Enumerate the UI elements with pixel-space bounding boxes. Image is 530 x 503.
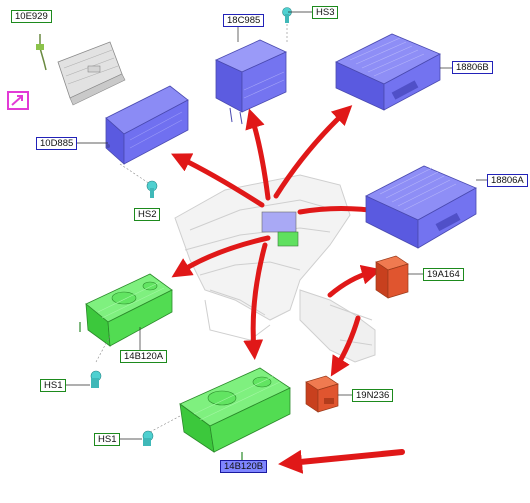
label-HS3[interactable]: HS3 (312, 6, 339, 19)
label-18806A[interactable]: 18806A (487, 174, 528, 187)
label-HS1-lower[interactable]: HS1 (94, 433, 121, 446)
display-module-10E929[interactable] (57, 41, 126, 106)
screw-HS1-lower (142, 415, 181, 446)
instrument-panel-outline (174, 174, 376, 363)
screw-HS2 (119, 163, 158, 198)
connector-10E929 (36, 34, 47, 71)
module-19A164[interactable] (375, 255, 409, 299)
arrow-to-14B120A (171, 235, 271, 278)
leader-lines (62, 11, 487, 462)
label-10D885[interactable]: 10D885 (36, 137, 78, 150)
arrow-to-19A164 (327, 264, 382, 298)
label-18C985[interactable]: 18C985 (223, 14, 265, 27)
amplifier-18806B[interactable] (335, 33, 441, 111)
control-panel-14B120B[interactable] (179, 367, 291, 462)
label-14B120B[interactable]: 14B120B (220, 460, 268, 473)
label-HS1-upper[interactable]: HS1 (40, 379, 67, 392)
arrow-to-10D885 (171, 153, 265, 208)
module-19N236[interactable] (305, 375, 339, 413)
module-10D885[interactable] (105, 85, 189, 165)
module-18C985[interactable] (215, 39, 287, 125)
label-HS2[interactable]: HS2 (134, 208, 161, 221)
amplifier-18806A[interactable] (365, 165, 477, 249)
arrow-to-18806B (273, 105, 353, 199)
arrow-to-19N236 (330, 315, 361, 377)
screw-HS3 (282, 7, 292, 44)
control-panel-14B120A[interactable] (79, 273, 173, 347)
center-bracket (261, 211, 299, 247)
label-19N236[interactable]: 19N236 (352, 389, 394, 402)
label-19A164[interactable]: 19A164 (423, 268, 464, 281)
label-14B120A[interactable]: 14B120A (120, 350, 168, 363)
label-10E929[interactable]: 10E929 (11, 10, 52, 23)
arrow-to-18C985 (245, 108, 271, 201)
pointer-arrow (278, 449, 405, 474)
note-arrow-icon[interactable] (7, 91, 29, 110)
note-arrow-glyph (11, 95, 23, 106)
arrow-to-14B120B (243, 242, 268, 360)
direction-arrows (171, 105, 405, 474)
screw-HS1-upper (90, 335, 111, 388)
label-18806B[interactable]: 18806B (452, 61, 493, 74)
